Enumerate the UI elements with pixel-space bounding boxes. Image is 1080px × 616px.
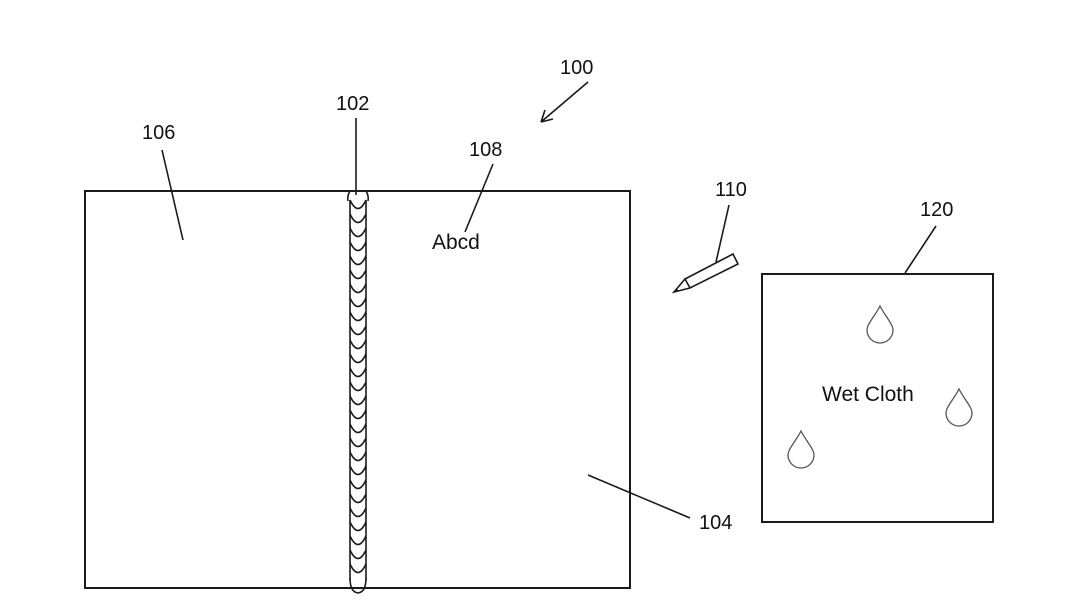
seam-stitch — [349, 535, 367, 546]
seam-stitch — [349, 213, 367, 224]
ref-108: 108 — [469, 139, 502, 161]
seam-stitch — [349, 227, 367, 238]
seam-stitch — [349, 325, 367, 336]
seam-stitch — [349, 353, 367, 364]
seam-stitch — [349, 269, 367, 280]
seam-stitch — [349, 409, 367, 420]
seam-stitch — [349, 199, 367, 210]
ref-104: 104 — [699, 512, 732, 534]
ref-100: 100 — [560, 57, 593, 79]
seam-stitch — [349, 563, 367, 574]
seam-stitch — [349, 381, 367, 392]
seam-stitch — [349, 241, 367, 252]
seam-stitch — [349, 493, 367, 504]
cloth-label: Wet Cloth — [822, 383, 914, 406]
water-drop-icon — [787, 429, 815, 469]
sheet-outline — [84, 190, 631, 589]
seam-stitch — [349, 521, 367, 532]
seam-stitching — [346, 190, 370, 594]
seam-stitch — [349, 283, 367, 294]
ref-102: 102 — [336, 93, 369, 115]
seam-stitch — [349, 465, 367, 476]
leader-104 — [587, 474, 691, 519]
leader-108 — [464, 163, 494, 233]
seam-stitch — [349, 297, 367, 308]
seam-stitch — [349, 423, 367, 434]
seam-stitch — [349, 339, 367, 350]
seam-stitch — [349, 549, 367, 560]
wet-cloth-box — [761, 273, 994, 523]
water-drop-icon — [945, 387, 973, 427]
writing-text: Abcd — [432, 231, 480, 254]
ref-106: 106 — [142, 122, 175, 144]
pen-icon — [671, 252, 740, 294]
seam-stitch — [349, 395, 367, 406]
water-drop-icon — [866, 304, 894, 344]
seam-stitch — [349, 255, 367, 266]
seam-stitch — [349, 451, 367, 462]
ref-120: 120 — [920, 199, 953, 221]
leader-120 — [904, 225, 937, 274]
arrow-100 — [540, 81, 589, 123]
seam-stitch — [349, 507, 367, 518]
seam-stitch — [349, 479, 367, 490]
seam-stitch — [349, 367, 367, 378]
leader-106 — [161, 149, 184, 241]
seam-stitch — [349, 437, 367, 448]
ref-110: 110 — [715, 179, 747, 201]
leader-110 — [715, 204, 730, 263]
seam-stitch — [349, 311, 367, 322]
